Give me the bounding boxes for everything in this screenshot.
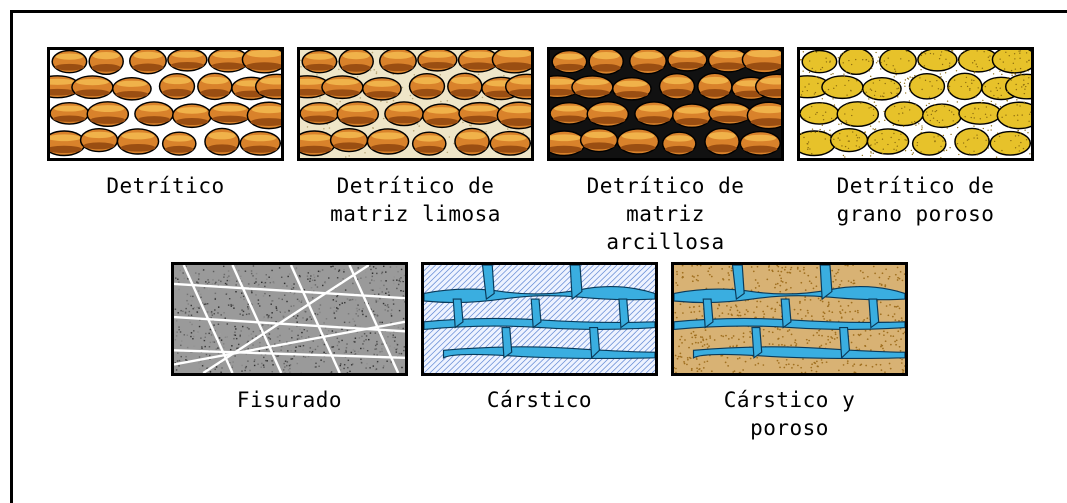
caption-detritico: Detrítico [47,172,284,200]
karst-porous-texture [674,265,905,373]
porous-pebble-texture [800,50,1031,158]
tile-detritico-grano-poroso [797,47,1034,161]
caption-carstico-poroso: Cárstico y poroso [671,386,908,442]
tile-carstico [421,262,658,376]
caption-detritico-matriz-limosa: Detrítico de matriz limosa [297,172,534,228]
pebble-silt-texture [300,50,531,158]
tile-detritico-matriz-limosa [297,47,534,161]
tile-fisurado [171,262,408,376]
tile-carstico-poroso [671,262,908,376]
caption-detritico-matriz-arcillosa: Detrítico de matriz arcillosa [547,172,784,256]
pebble-clay-texture [550,50,781,158]
tile-detritico-matriz-arcillosa [547,47,784,161]
karst-texture [424,265,655,373]
pebble-texture [50,50,281,158]
caption-fisurado: Fisurado [171,386,408,414]
tile-detritico [47,47,284,161]
caption-detritico-grano-poroso: Detrítico de grano poroso [797,172,1034,228]
fissured-rock-texture [174,265,405,373]
caption-carstico: Cárstico [421,386,658,414]
